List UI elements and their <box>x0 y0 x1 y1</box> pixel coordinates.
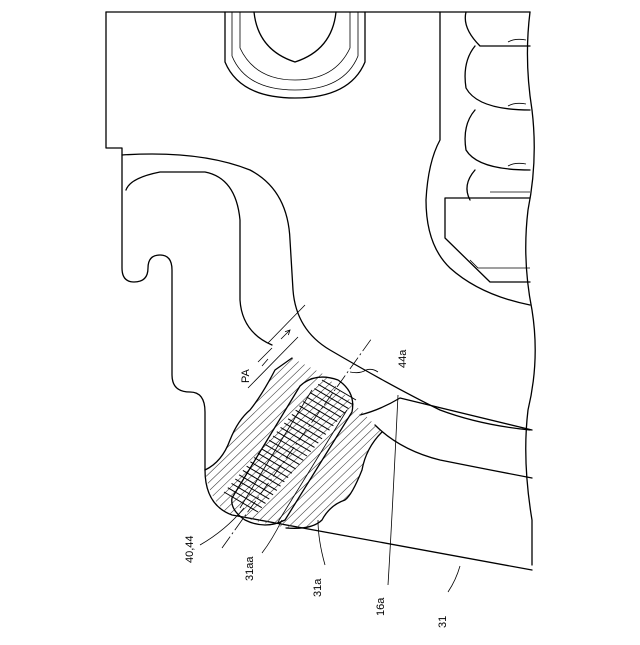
label-44a: 44a <box>397 349 409 368</box>
hatch-line <box>290 320 540 560</box>
hatch-line <box>515 320 640 560</box>
hatch-line <box>164 320 414 560</box>
hatch-line <box>74 320 324 560</box>
hatch-line <box>335 320 585 560</box>
hatch-line <box>479 320 640 560</box>
hatch-line <box>0 320 135 560</box>
hatch-line <box>488 320 640 560</box>
hatch-line <box>0 320 216 560</box>
hatch-line <box>0 320 9 560</box>
hatch-line <box>380 320 630 560</box>
hatch-line <box>92 320 342 560</box>
hatch-line <box>0 320 171 560</box>
hatch-line <box>497 320 640 560</box>
hatch-line <box>0 320 225 560</box>
hatch-line <box>389 320 639 560</box>
hatch-line <box>0 320 153 560</box>
label-16a: 16a <box>375 597 387 616</box>
hatch-line <box>0 320 63 560</box>
hatch-line <box>11 320 261 560</box>
hatch-line <box>119 320 369 560</box>
hatch-line <box>0 320 207 560</box>
hatch-line <box>173 320 423 560</box>
hatch-line <box>353 320 603 560</box>
hatch-line <box>443 320 640 560</box>
hatch-line <box>0 320 18 560</box>
hatch-line <box>0 320 180 560</box>
hatch-line <box>398 320 640 560</box>
right-break-line <box>526 12 535 565</box>
hatch-line <box>0 320 90 560</box>
hatch-line <box>0 320 198 560</box>
hatch-line <box>38 320 288 560</box>
hatch-line <box>0 320 189 560</box>
hatch-line <box>0 320 108 560</box>
hatch-line <box>110 320 360 560</box>
hatch-line <box>83 320 333 560</box>
hatch-line <box>317 320 567 560</box>
housing-outline <box>106 12 530 470</box>
hatch-line <box>326 320 576 560</box>
hatch-line <box>0 320 99 560</box>
hatch-line <box>434 320 640 560</box>
hatch-line <box>0 320 162 560</box>
hatch-line <box>200 320 450 560</box>
hatch-line <box>0 320 234 560</box>
hatch-line <box>0 320 72 560</box>
hatch-line <box>0 320 117 560</box>
label-31: 31 <box>437 616 449 628</box>
label-31a: 31a <box>312 578 324 597</box>
hatch-line <box>0 320 36 560</box>
hatch-line <box>2 320 252 560</box>
hatch-line <box>0 320 126 560</box>
hatch-line <box>20 320 270 560</box>
label-pa: PA <box>240 368 252 383</box>
hatch-line <box>0 320 81 560</box>
hatch-line <box>29 320 279 560</box>
hatch-line <box>299 320 549 560</box>
label-40-44: 40,44 <box>184 535 196 563</box>
hatch-line <box>0 320 54 560</box>
hatch-line <box>137 320 387 560</box>
hatch-line <box>461 320 640 560</box>
hatch-line <box>245 320 495 560</box>
hatch-line <box>344 320 594 560</box>
hatch-line <box>0 320 144 560</box>
threaded-insert <box>224 377 356 525</box>
pa-dimension <box>248 305 305 388</box>
hatch-line <box>470 320 640 560</box>
hatch-line <box>56 320 306 560</box>
hatch-line <box>0 320 27 560</box>
hatch-line <box>416 320 640 560</box>
hatch-line <box>524 320 640 560</box>
hatch-line <box>0 320 243 560</box>
section-31a <box>0 320 640 560</box>
hatch-line <box>308 320 558 560</box>
hatch-line <box>263 320 513 560</box>
hatch-line <box>0 320 45 560</box>
label-31aa: 31aa <box>244 556 256 581</box>
hatch-line <box>533 320 640 560</box>
hatch-line <box>542 320 640 560</box>
cooling-fins <box>426 12 530 305</box>
hatch-line <box>452 320 640 560</box>
top-boss <box>225 12 365 98</box>
section-hatching <box>0 320 640 560</box>
hatch-line <box>407 320 640 560</box>
